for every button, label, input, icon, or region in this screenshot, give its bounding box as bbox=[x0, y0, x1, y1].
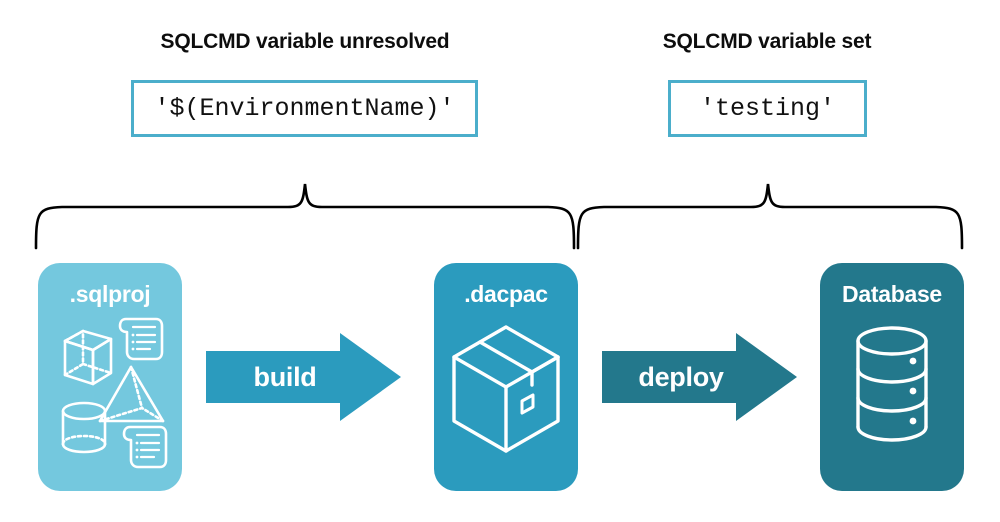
brace-left-icon bbox=[34, 183, 576, 250]
value-box-testing: 'testing' bbox=[668, 80, 867, 137]
card-sqlproj-label: .sqlproj bbox=[69, 281, 151, 307]
arrow-build: build bbox=[206, 331, 401, 423]
arrow-deploy-icon bbox=[602, 333, 797, 421]
arrow-build-icon bbox=[206, 333, 401, 421]
package-box-icon bbox=[452, 325, 560, 453]
database-cylinder-icon bbox=[856, 326, 928, 442]
cube-icon bbox=[63, 329, 113, 386]
heading-sqlcmd-variable-unresolved: SQLCMD variable unresolved bbox=[160, 30, 450, 53]
card-database-label: Database bbox=[842, 281, 942, 307]
brace-group bbox=[34, 183, 964, 250]
pyramid-icon bbox=[98, 365, 165, 423]
brace-right-icon bbox=[576, 183, 964, 250]
card-database: Database bbox=[820, 263, 964, 491]
heading-sqlcmd-variable-set: SQLCMD variable set bbox=[662, 30, 872, 53]
card-sqlproj: .sqlproj bbox=[38, 263, 182, 491]
script-scroll-icon-bottom bbox=[122, 425, 168, 469]
arrow-deploy: deploy bbox=[602, 331, 797, 423]
shapes-and-scripts-icon bbox=[61, 317, 168, 469]
cylinder-icon bbox=[61, 401, 107, 454]
script-scroll-icon-top bbox=[118, 317, 164, 361]
card-dacpac: .dacpac bbox=[434, 263, 578, 491]
card-dacpac-label: .dacpac bbox=[464, 281, 548, 307]
value-box-environment-name: '$(EnvironmentName)' bbox=[131, 80, 478, 137]
